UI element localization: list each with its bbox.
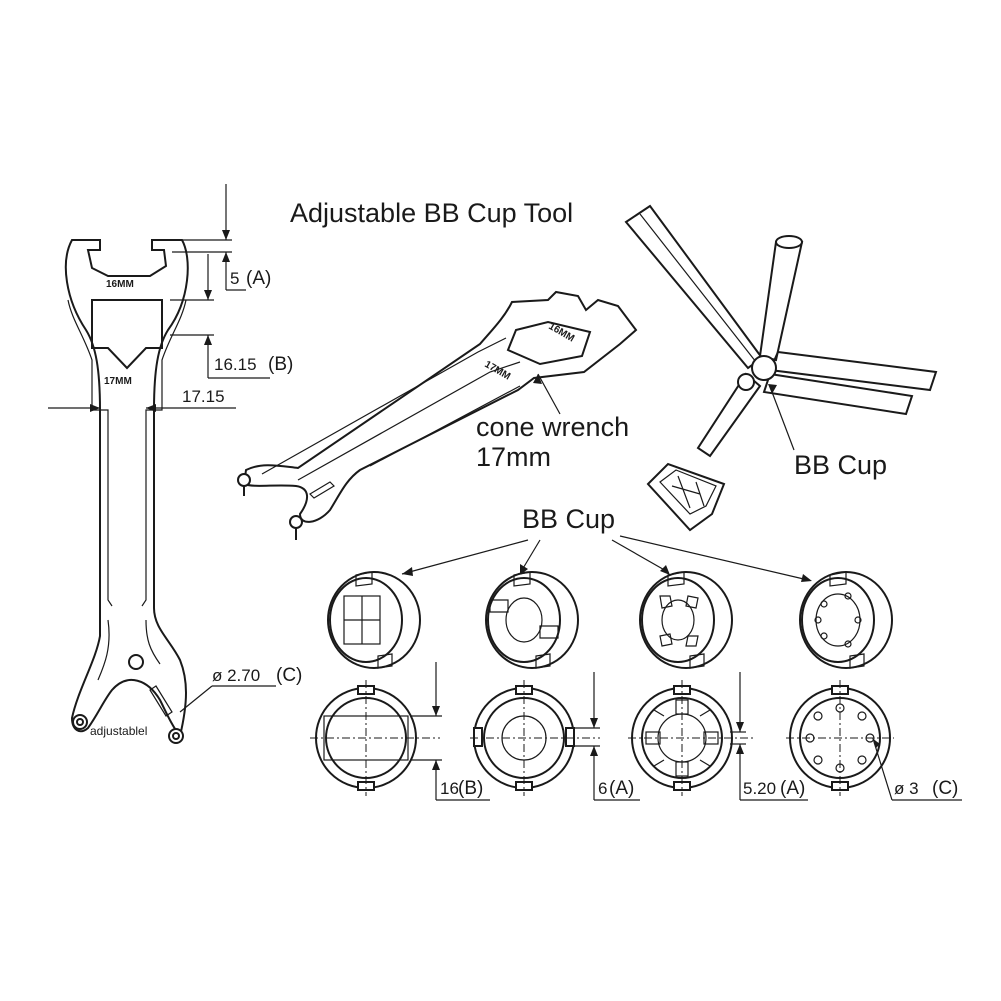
dim-width-value: 17.15 (182, 387, 225, 406)
shaft (696, 372, 762, 458)
iso-wrench-outline (242, 290, 638, 523)
handle-top-cap (775, 235, 803, 249)
cup3-dim-tag: (A) (780, 778, 805, 799)
dimension-a: 5 (A) (172, 184, 271, 291)
cup-3d-4 (799, 571, 893, 669)
iso-pin-left (237, 473, 251, 487)
dim-b-tag: (B) (268, 354, 293, 375)
dimension-width: 17.15 (48, 387, 236, 412)
hex-socket-16mm (91, 299, 163, 370)
assembled-tool-drawing: BB Cup (624, 204, 938, 532)
wrench-lower-ribs (97, 619, 161, 681)
dim-c-value: ø 2.70 (212, 666, 260, 685)
iso-wrench-rib (261, 337, 521, 481)
wrench-adjust-slot (149, 685, 173, 717)
dimension-c: ø 2.70 (C) (179, 665, 302, 713)
iso-adjust-slot (309, 481, 335, 499)
bb-cup-right-label: BB Cup (794, 450, 887, 480)
adjustable-label: adjustablel (90, 724, 147, 738)
cup4-dim-tag: (C) (932, 778, 958, 799)
engraving-16mm: 16MM (106, 279, 134, 290)
dim-a-value: 5 (230, 269, 239, 288)
handle-arm-lower (762, 372, 914, 416)
handle-arm-upper (768, 350, 938, 392)
shaft-collar (737, 373, 755, 391)
iso-hex-socket (506, 320, 592, 366)
engraving-17mm: 17MM (104, 376, 132, 387)
handle-vertical (758, 241, 804, 362)
dim-c-tag: (C) (276, 665, 302, 686)
cup2-dim-value: 6 (598, 779, 607, 798)
cup-front-4: ø 3 (C) (786, 680, 962, 801)
iso-engraving-17mm: 17MM (483, 359, 513, 382)
bb-cup-head (646, 462, 726, 532)
cup3-dim-value: 5.20 (743, 779, 776, 798)
iso-pin-right (289, 515, 303, 529)
flat-wrench-drawing: 16MM 17MM adjustablel (64, 239, 189, 744)
cup-front-1: 16 (B) (310, 662, 490, 801)
cup4-dim-value: ø 3 (894, 779, 919, 798)
cup-3d-2 (485, 571, 579, 669)
cup-front-2: 6 (A) (470, 672, 640, 801)
pin-left (72, 714, 88, 730)
cup-front-3: 5.20 (A) (628, 672, 808, 801)
diagram-title: Adjustable BB Cup Tool (290, 198, 573, 228)
pin-left-inner (76, 718, 84, 726)
hub (751, 355, 777, 381)
bb-cup-center-label: BB Cup (522, 504, 615, 534)
wrench-inner-rib-left (67, 299, 113, 607)
pin-right (168, 728, 184, 744)
cup-3d-3 (639, 571, 733, 669)
dim-b-value: 16.15 (214, 355, 257, 374)
cone-wrench-label: cone wrench (476, 412, 629, 442)
wrench-inner-rib-right (141, 299, 187, 607)
dim-a-tag: (A) (246, 268, 271, 289)
iso-wrench-drawing: 16MM 17MM cone wrench 17mm (237, 290, 638, 540)
wrench-outline (64, 239, 189, 739)
bb-cup-head-slots (659, 469, 717, 515)
handle-left-arm-ridge (639, 213, 757, 363)
dimension-b: 16.15 (B) (170, 254, 293, 379)
cup-3d-1 (327, 571, 421, 669)
cup1-dim-value: 16 (440, 779, 459, 798)
bb-cup-callout: BB Cup (401, 504, 812, 582)
cone-wrench-size-label: 17mm (476, 442, 551, 472)
cup2-dim-tag: (A) (609, 778, 634, 799)
pivot-hole (128, 654, 144, 670)
pin-right-inner (172, 732, 180, 740)
cup1-dim-tag: (B) (458, 778, 483, 799)
